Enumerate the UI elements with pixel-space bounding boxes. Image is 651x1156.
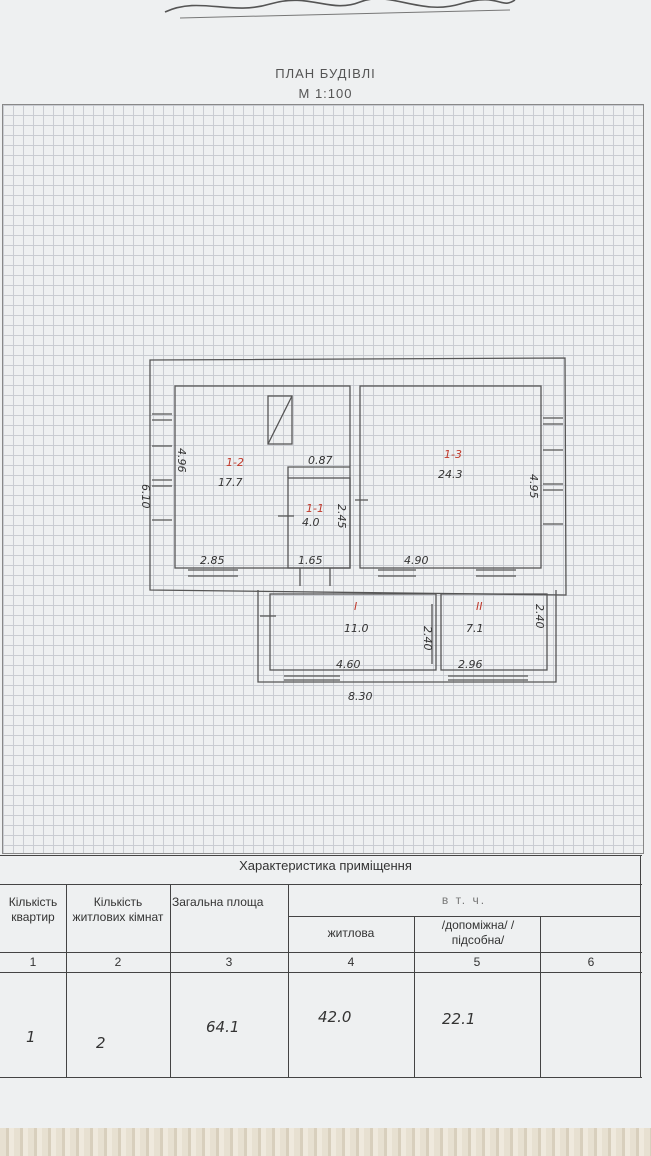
background-carpet bbox=[0, 1128, 651, 1156]
value-living-area: 42.0 bbox=[318, 1008, 352, 1026]
header-living-area: житлова bbox=[327, 926, 375, 940]
value-living-rooms: 2 bbox=[96, 1034, 106, 1052]
room-1-1-side: 2.45 bbox=[335, 504, 348, 529]
room-II-height: 2.40 bbox=[533, 604, 546, 629]
col-number-2: 2 bbox=[114, 955, 122, 969]
header-living-rooms: Кількість житлових кімнат bbox=[72, 895, 164, 924]
plan-title: ПЛАН БУДІВЛІ bbox=[275, 66, 376, 81]
value-total-area: 64.1 bbox=[206, 1018, 240, 1036]
col-number-1: 1 bbox=[29, 955, 37, 969]
room-I-width: 4.60 bbox=[336, 658, 361, 671]
room-1-1-width: 1.65 bbox=[298, 554, 323, 567]
room-1-3-id: 1-3 bbox=[444, 448, 462, 461]
room-1-3-area: 24.3 bbox=[438, 468, 463, 481]
room-II-width: 2.96 bbox=[458, 658, 483, 671]
room-I-id: I bbox=[354, 600, 357, 613]
room-I-height: 2.40 bbox=[421, 626, 434, 651]
document-sheet: ПЛАН БУДІВЛІ М 1:100 1-2 bbox=[0, 0, 651, 1130]
room-1-2-area: 17.7 bbox=[218, 476, 243, 489]
value-apartments: 1 bbox=[26, 1028, 36, 1046]
room-1-1-area: 4.0 bbox=[302, 516, 320, 529]
value-auxiliary-area: 22.1 bbox=[442, 1010, 476, 1028]
room-II-id: II bbox=[476, 600, 483, 613]
plan-scale: М 1:100 bbox=[298, 86, 353, 101]
room-1-2-width: 2.85 bbox=[200, 554, 225, 567]
outer-width-label: 8.30 bbox=[348, 690, 373, 703]
header-apartments: Кількість квартир bbox=[8, 895, 58, 924]
col-number-5: 5 bbox=[473, 955, 481, 969]
room-1-1-id: 1-1 bbox=[306, 502, 324, 515]
header-total-area: Загальна площа bbox=[172, 895, 264, 909]
grid-paper bbox=[2, 104, 644, 854]
room-1-3-height: 4.95 bbox=[527, 474, 540, 499]
header-auxiliary-area: /допоміжна/ /підсобна/ bbox=[441, 918, 515, 947]
room-1-3-width: 4.90 bbox=[404, 554, 429, 567]
handwritten-signature bbox=[164, 0, 516, 19]
table-title: Характеристика приміщення bbox=[239, 858, 412, 873]
room-1-1-top: 0.87 bbox=[308, 454, 333, 467]
col-number-3: 3 bbox=[225, 955, 233, 969]
header-including: в т. ч. bbox=[441, 893, 487, 907]
col-number-6: 6 bbox=[587, 955, 595, 969]
floor-plan: 1-2 17.7 1-1 4.0 1-3 24.3 I 11.0 II 7.1 … bbox=[139, 357, 567, 703]
room-1-2-height: 4.96 bbox=[175, 448, 188, 473]
outer-height-label: 6.10 bbox=[139, 484, 152, 509]
col-number-4: 4 bbox=[347, 955, 355, 969]
room-1-2-id: 1-2 bbox=[226, 456, 244, 469]
room-II-area: 7.1 bbox=[466, 622, 484, 635]
room-I-area: 11.0 bbox=[344, 622, 369, 635]
